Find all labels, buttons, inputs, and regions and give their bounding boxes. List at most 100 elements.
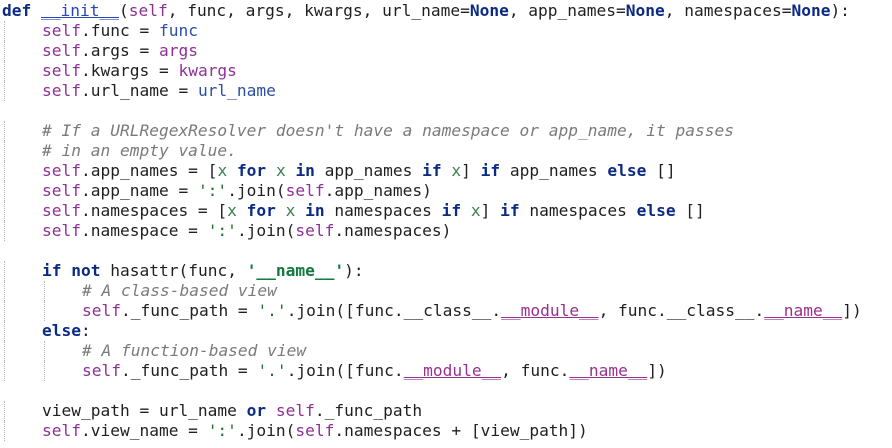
- code-token: x: [227, 201, 237, 220]
- code-line: self.app_name = ':'.join(self.app_names): [2, 181, 892, 201]
- code-token: x: [275, 161, 286, 180]
- code-token: '__name__': [246, 261, 345, 280]
- code-token: if: [500, 201, 520, 220]
- code-token: ._func_path: [314, 401, 423, 420]
- code-line: self.app_names = [x for x in app_names i…: [2, 161, 892, 181]
- indent-guide: [2, 261, 42, 281]
- code-token: self: [275, 401, 315, 420]
- code-token: __name__: [764, 301, 843, 320]
- code-token: ]: [480, 201, 501, 220]
- code-token: , func.__class__.: [598, 301, 765, 320]
- code-token: __module__: [403, 361, 502, 380]
- code-token: in: [305, 201, 325, 220]
- indent-guide: [2, 81, 42, 101]
- code-token: namespaces: [519, 201, 637, 220]
- indent-guide: [2, 301, 82, 321]
- code-token: x: [217, 161, 228, 180]
- code-line: self.func = func: [2, 21, 892, 41]
- code-token: if: [441, 201, 462, 220]
- code-token: .args =: [80, 41, 159, 60]
- code-token: # A class-based view: [82, 281, 277, 300]
- code-token: :: [80, 321, 91, 340]
- code-token: app_names: [500, 161, 608, 180]
- code-token: , func.: [501, 361, 570, 380]
- code-token: url_name: [197, 81, 276, 100]
- code-token: [295, 201, 305, 221]
- code-line: def __init__(self, func, args, kwargs, u…: [2, 1, 892, 21]
- code-token: ':': [197, 181, 228, 200]
- code-token: if: [422, 161, 442, 180]
- code-token: (: [118, 1, 129, 20]
- code-token: [266, 161, 276, 181]
- code-token: [276, 201, 286, 221]
- code-token: None: [791, 1, 831, 20]
- code-token: or: [246, 401, 267, 420]
- code-token: , app_names=: [508, 1, 626, 20]
- code-token: [442, 161, 452, 181]
- code-token: self: [42, 81, 81, 100]
- code-token: .join(: [227, 181, 286, 200]
- code-token: [31, 1, 41, 21]
- code-token: .namespace =: [80, 221, 208, 240]
- code-token: app_names: [314, 161, 423, 180]
- code-line: [2, 241, 892, 261]
- code-token: else: [636, 201, 676, 220]
- indent-guide: [2, 281, 82, 301]
- indent-guide: [2, 321, 42, 341]
- indent-guide: [2, 21, 42, 41]
- code-token: ':': [207, 221, 237, 240]
- code-line: # A function-based view: [2, 341, 892, 361]
- code-token: .view_name =: [80, 421, 208, 440]
- indent-guide: [2, 361, 82, 381]
- code-token: [227, 161, 237, 181]
- code-token: .join([func.: [286, 361, 404, 380]
- code-line: [2, 381, 892, 401]
- code-line: self.namespaces = [x for x in namespaces…: [2, 201, 892, 221]
- code-line: # If a URLRegexResolver doesn't have a n…: [2, 121, 892, 141]
- code-token: self: [42, 61, 81, 80]
- code-token: .kwargs =: [80, 61, 179, 80]
- indent-guide: [2, 201, 42, 221]
- code-token: None: [625, 1, 665, 20]
- code-token: self: [295, 421, 335, 440]
- code-token: self: [82, 361, 121, 380]
- code-token: def: [2, 1, 32, 20]
- code-token: for: [246, 201, 276, 220]
- code-token: .url_name =: [80, 81, 198, 100]
- code-token: self: [285, 181, 325, 200]
- code-token: if: [42, 261, 62, 280]
- code-token: ]): [647, 361, 667, 380]
- code-token: [237, 201, 247, 221]
- indent-guide: [2, 141, 42, 161]
- code-token: func: [158, 21, 198, 40]
- code-token: x: [285, 201, 296, 220]
- code-token: .app_names = [: [80, 161, 218, 180]
- code-token: self: [42, 161, 81, 180]
- code-token: .namespaces): [334, 221, 452, 240]
- code-token: for: [236, 161, 267, 180]
- code-token: ):: [830, 1, 850, 20]
- code-token: self: [42, 21, 81, 40]
- indent-guide: [2, 61, 42, 81]
- code-line: view_path = url_name or self._func_path: [2, 401, 892, 421]
- code-token: self: [295, 221, 335, 240]
- code-token: None: [469, 1, 509, 20]
- indent-guide: [2, 161, 42, 181]
- code-token: self: [42, 421, 81, 440]
- code-token: __module__: [501, 301, 599, 320]
- code-token: ]: [461, 161, 481, 180]
- code-line: self.args = args: [2, 41, 892, 61]
- code-line: self.view_name = ':'.join(self.namespace…: [2, 421, 892, 441]
- code-token: .join(: [236, 221, 296, 240]
- code-token: args: [158, 41, 198, 60]
- code-token: .app_name =: [80, 181, 198, 200]
- code-token: x: [470, 201, 481, 220]
- code-token: # A function-based view: [82, 341, 307, 360]
- code-token: .namespaces + [view_path]): [334, 421, 588, 440]
- code-token: in: [295, 161, 315, 180]
- code-token: if: [480, 161, 501, 180]
- code-token: __init__: [41, 1, 119, 20]
- code-token: self: [82, 301, 121, 320]
- indent-guide: [2, 41, 42, 61]
